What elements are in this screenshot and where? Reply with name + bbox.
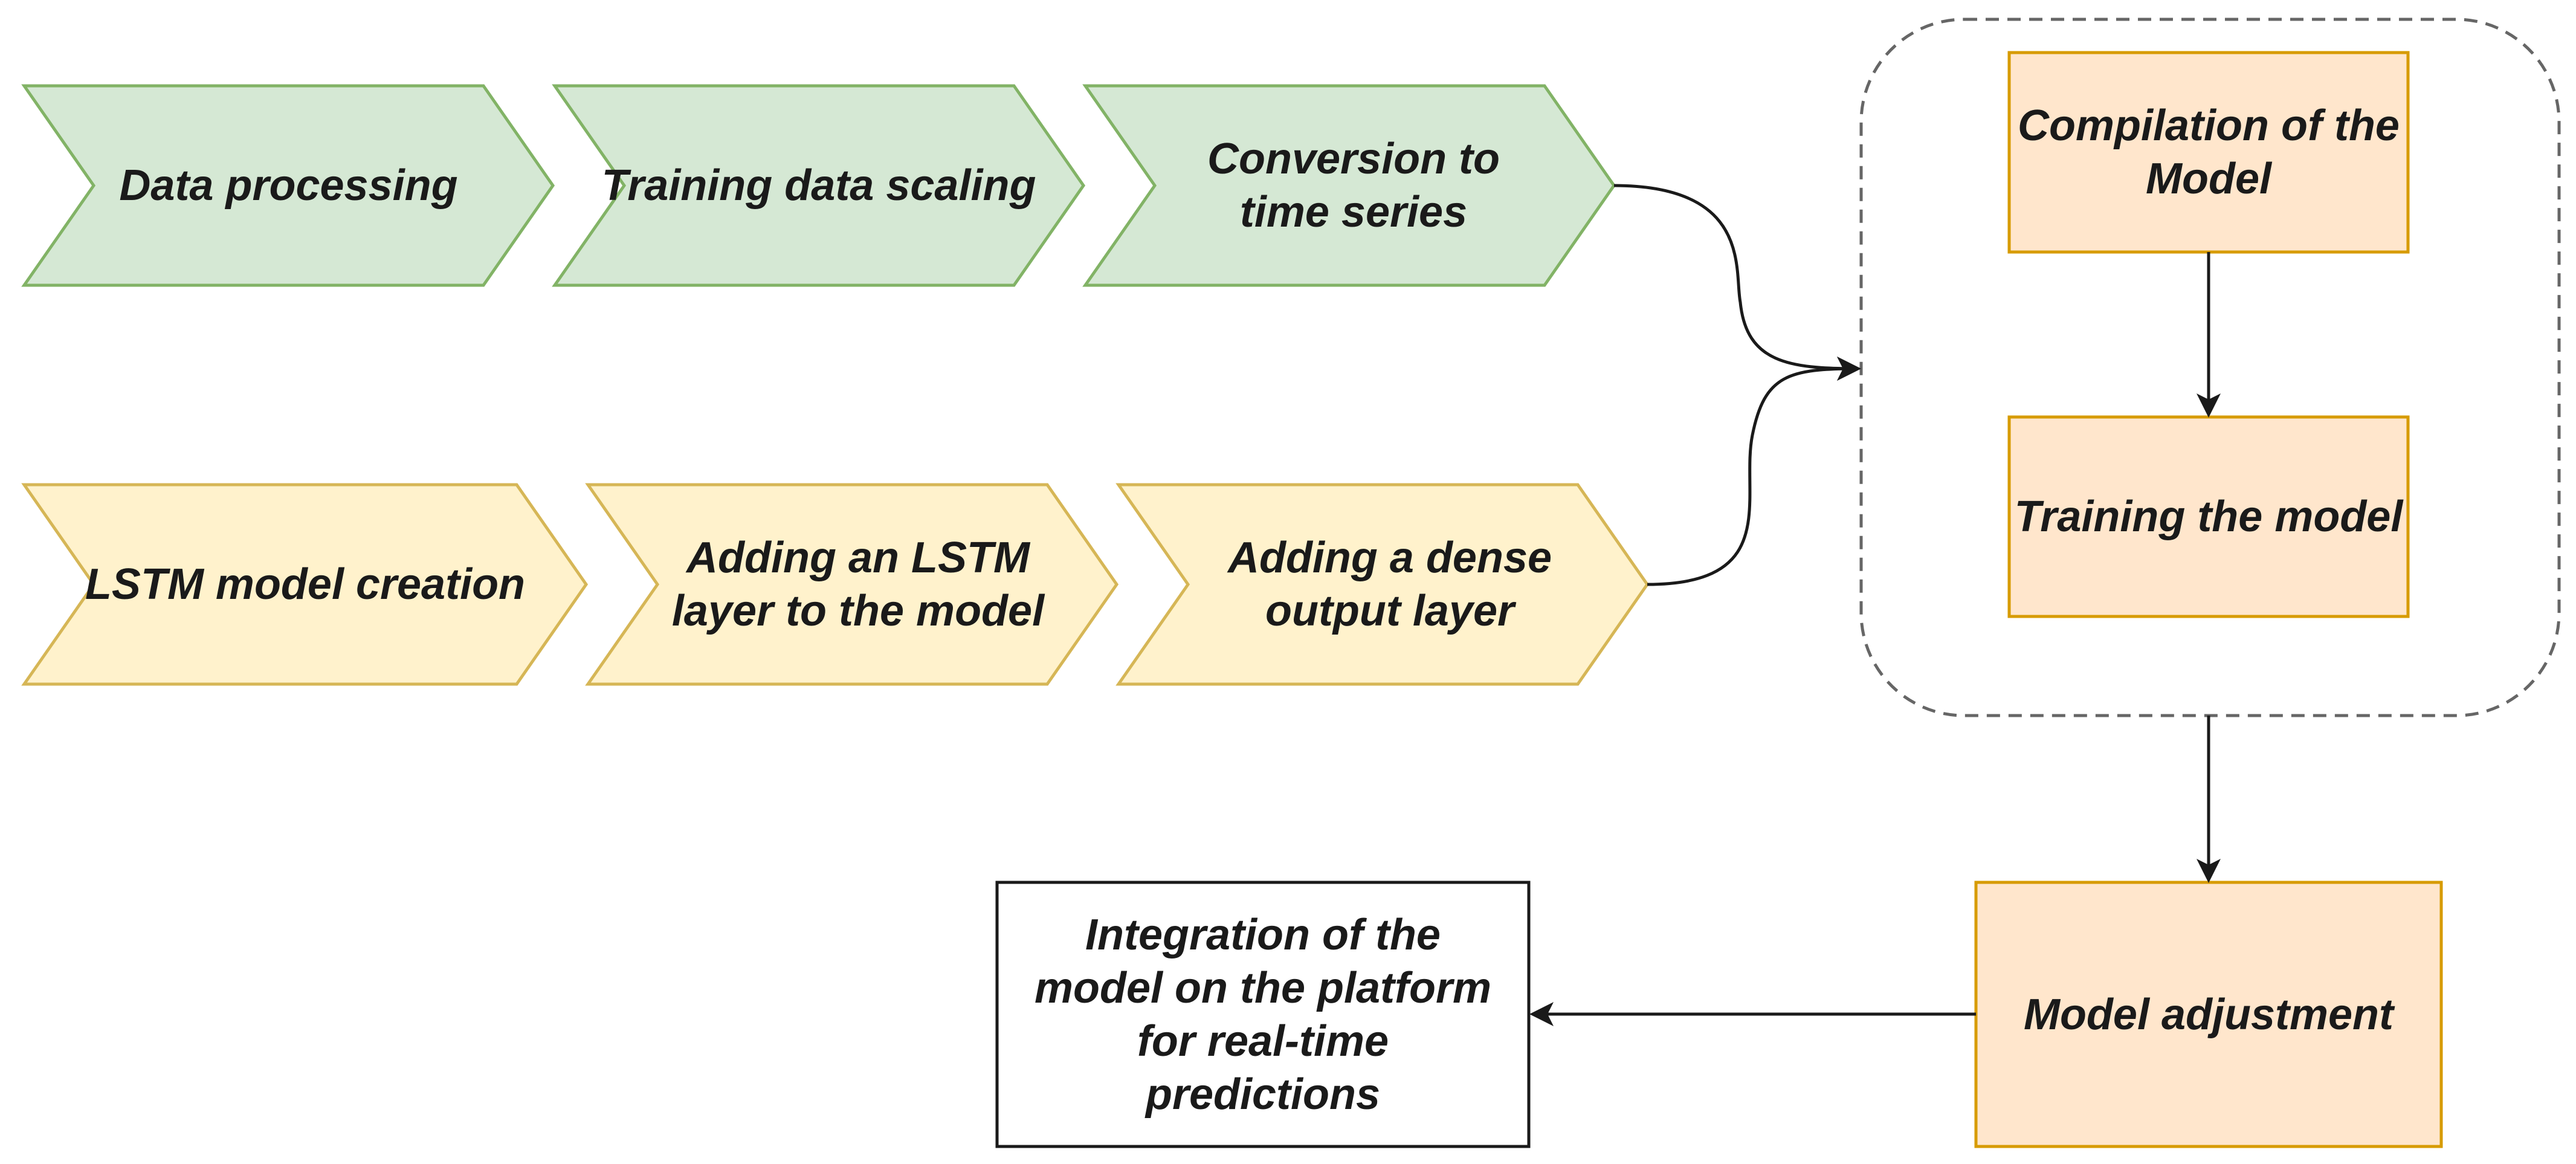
label-conversion-time-series: Conversion to time series	[1207, 135, 1500, 236]
label-integration: Integration of the model on the platform…	[1035, 910, 1491, 1119]
label-lstm-model-creation: LSTM model creation	[85, 560, 526, 609]
label-training-data-scaling: Training data scaling	[601, 161, 1036, 210]
chevron-lstm-model-creation	[21, 483, 589, 686]
training-box	[2007, 415, 2410, 618]
chevron-training-data-scaling	[552, 84, 1086, 287]
label-compilation: Compilation of the Model	[2018, 102, 2400, 203]
chevron-conversion-time-series	[1082, 84, 1616, 287]
label-data-processing: Data processing	[119, 161, 458, 210]
connector-bottom-row-to-group	[1647, 357, 1861, 586]
label-adding-dense-layer: Adding a dense output layer	[1227, 534, 1552, 635]
integration-box	[995, 881, 1531, 1148]
chevron-adding-dense-layer	[1115, 483, 1650, 686]
label-adding-lstm-layer: Adding an LSTM layer to the model	[671, 534, 1045, 635]
label-model-adjustment: Model adjustment	[2023, 990, 2394, 1039]
compilation-box	[2007, 51, 2410, 254]
chevron-adding-lstm-layer	[585, 483, 1119, 686]
chevron-data-processing	[21, 84, 555, 287]
label-training: Training the model	[2014, 493, 2403, 541]
model-adjustment-box	[1974, 881, 2443, 1148]
connector-top-row-to-group	[1613, 184, 1861, 381]
